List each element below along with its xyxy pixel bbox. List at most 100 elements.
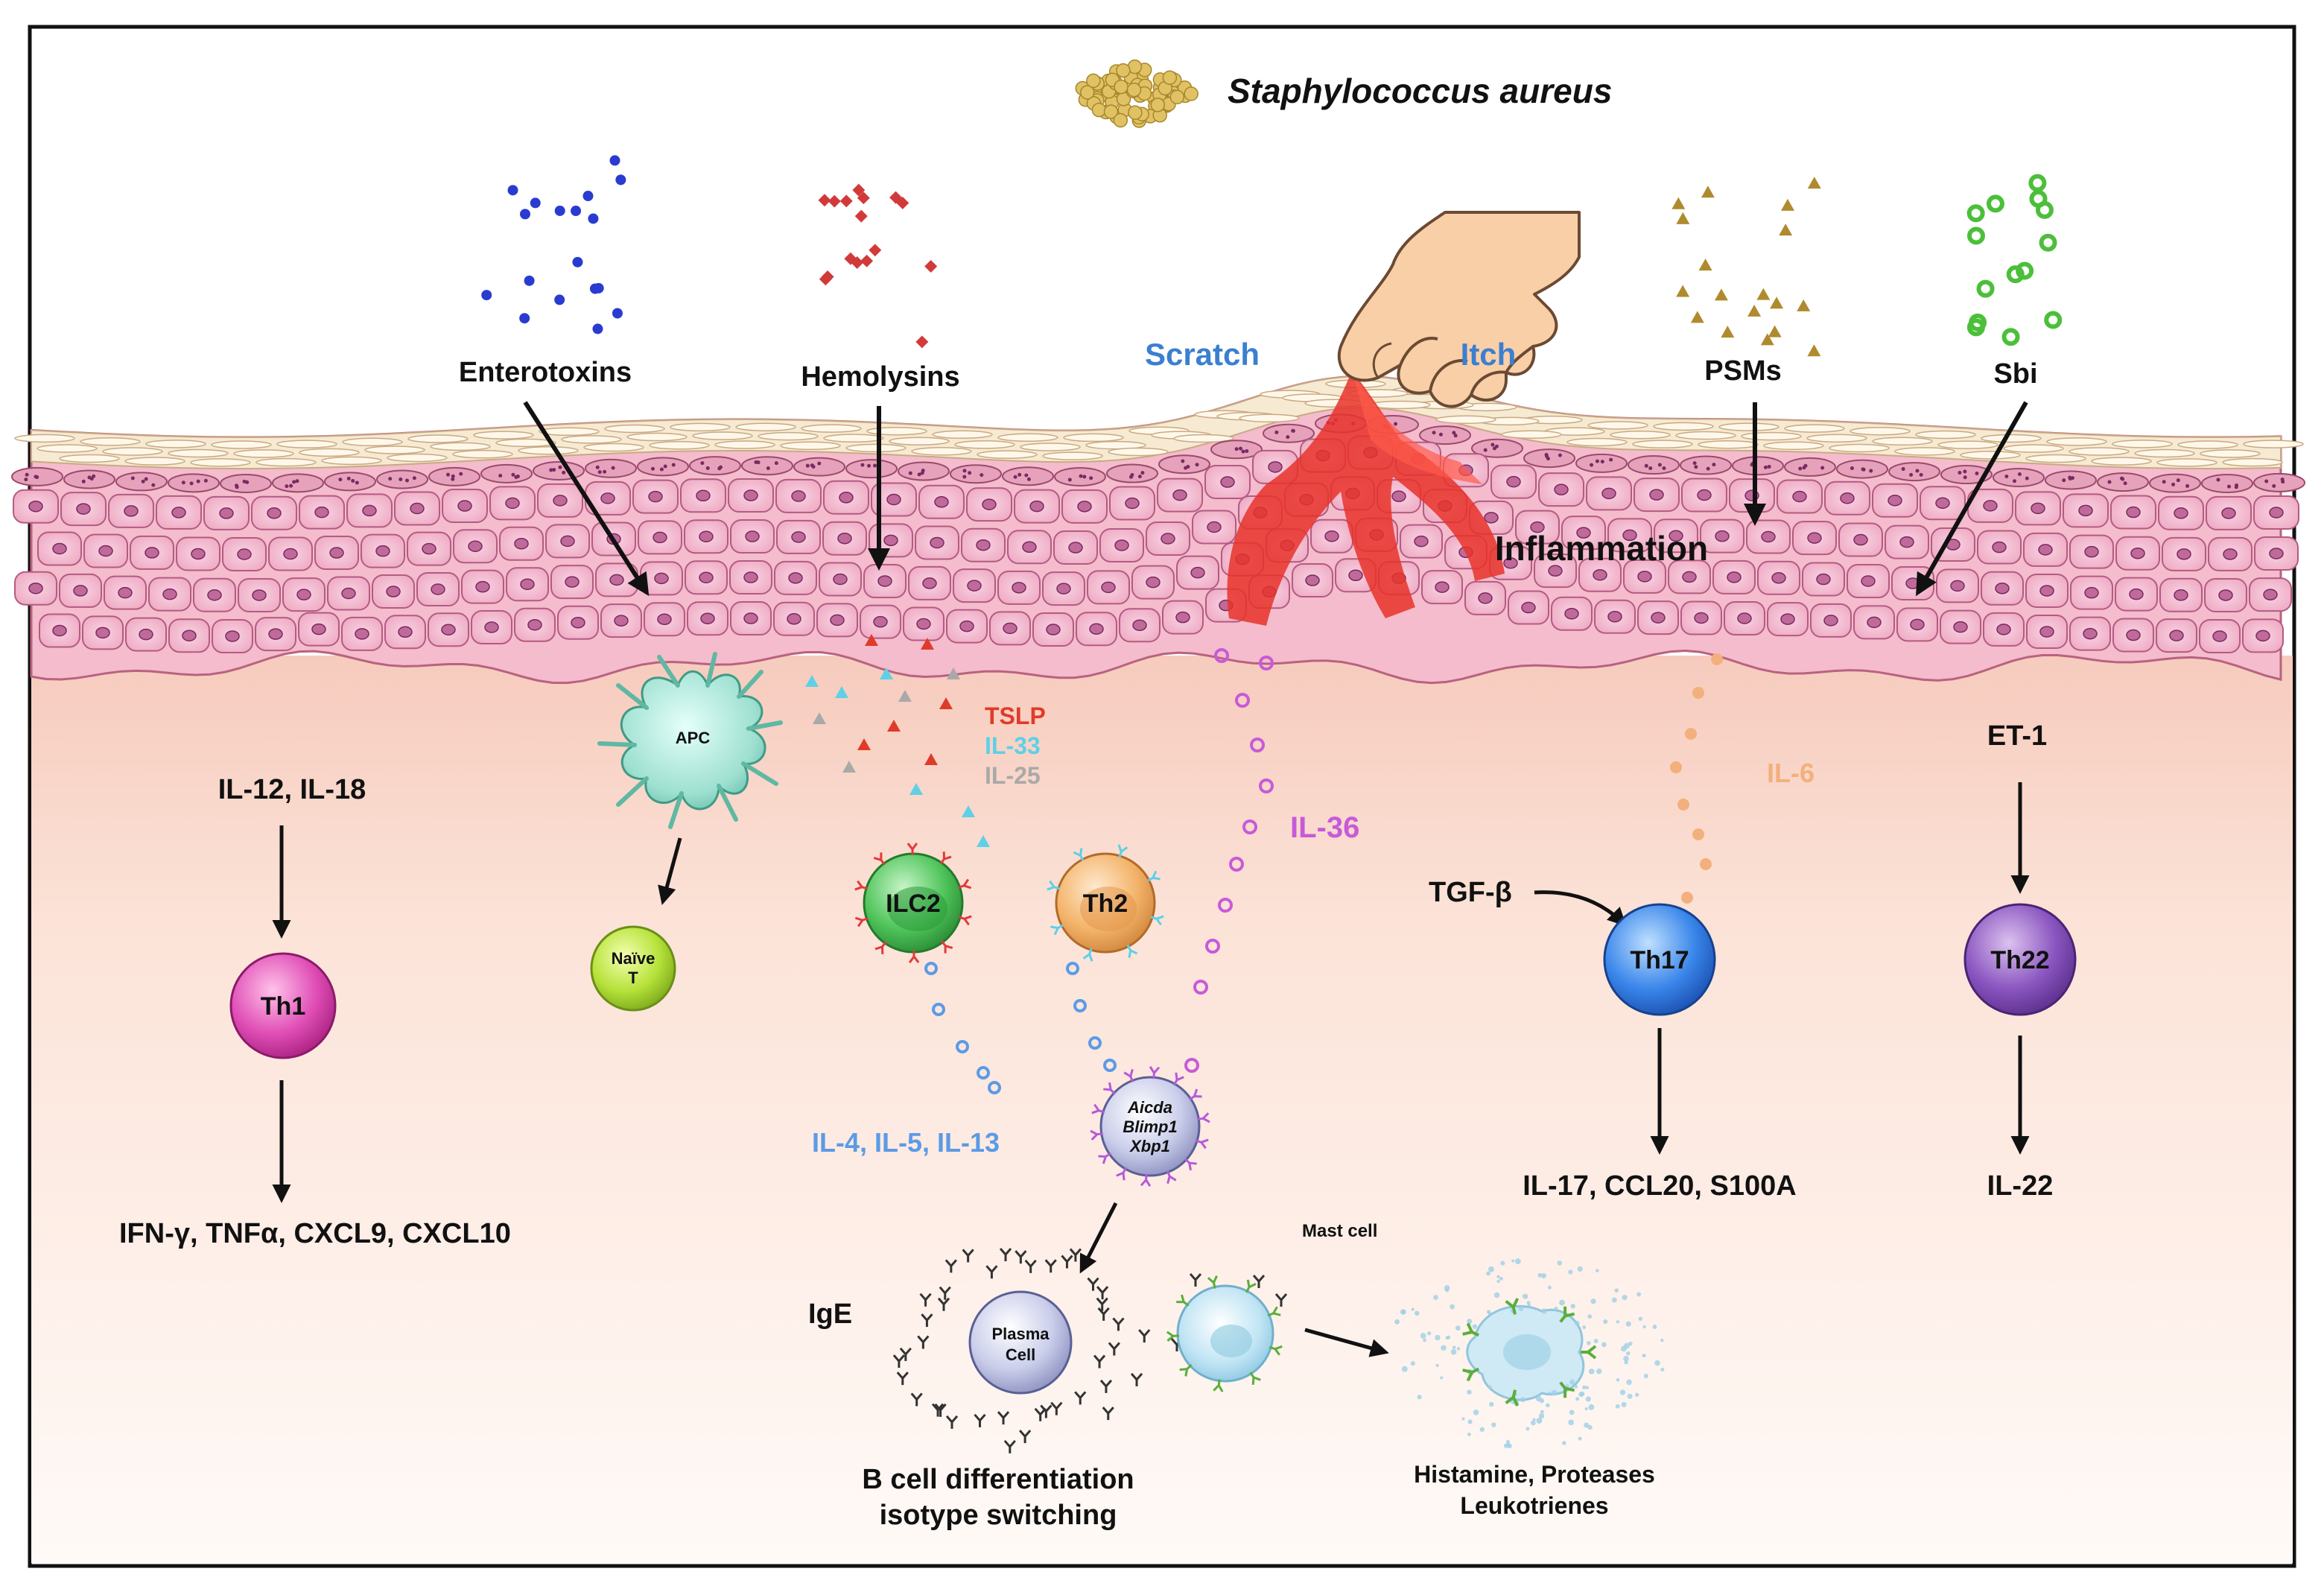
- ilc2-receptor: [873, 852, 886, 866]
- corneocyte: [1632, 440, 1693, 448]
- keratinocyte-nucleus: [791, 531, 806, 543]
- bacterium: [1079, 85, 1095, 100]
- keratinocyte-nucleus: [52, 542, 67, 555]
- psm-particle: [1698, 259, 1712, 271]
- keratinocyte-nucleus: [329, 547, 344, 559]
- keratinocyte-nucleus: [1101, 581, 1116, 594]
- arrow-enterotoxins: [523, 401, 650, 597]
- keratinocyte-nucleus: [2038, 544, 2053, 556]
- granular-cell: [480, 463, 533, 483]
- enterotoxin-particle: [519, 209, 530, 220]
- keratinocyte-nucleus: [1478, 592, 1493, 604]
- keratinocyte-nucleus: [475, 580, 490, 593]
- alarmin-particle: [880, 668, 893, 679]
- keratinocyte-nucleus: [1861, 575, 1876, 587]
- apc-label: APC: [676, 729, 711, 747]
- granular-cell: [1575, 453, 1628, 473]
- granule: [1593, 1339, 1598, 1344]
- granule: [1536, 1418, 1543, 1424]
- bcell-receptor: [1184, 1158, 1197, 1171]
- keratinocyte-nucleus: [52, 624, 67, 637]
- corneocyte: [321, 456, 382, 466]
- keratinocyte-nucleus: [28, 582, 43, 594]
- alarmin-particle: [962, 805, 975, 817]
- bacterium: [1103, 104, 1119, 119]
- corneocyte: [124, 457, 185, 466]
- enterotoxin-particle: [481, 290, 492, 301]
- corneocyte: [2200, 449, 2261, 458]
- sbi-particle: [1969, 313, 1987, 332]
- th2-cell: Th2: [1055, 852, 1156, 954]
- keratinocyte-nucleus: [2039, 585, 2054, 597]
- mast-receptor: [1505, 1389, 1520, 1407]
- granule: [1435, 1334, 1441, 1341]
- granule: [1537, 1272, 1543, 1278]
- corneocyte: [1763, 441, 1824, 451]
- granule: [1532, 1418, 1536, 1421]
- th22-label: Th22: [1990, 946, 2049, 974]
- keratinocyte-nucleus: [1669, 530, 1683, 542]
- granule: [1569, 1379, 1575, 1385]
- ige-antibody: [1099, 1379, 1113, 1393]
- bacterium: [1128, 105, 1143, 120]
- keratinocyte-nucleus: [1905, 577, 1920, 589]
- granule: [1489, 1401, 1494, 1407]
- keratinocyte-nucleus: [1771, 572, 1786, 584]
- corneocyte: [649, 441, 710, 450]
- granule: [1415, 1310, 1420, 1316]
- corneocyte: [823, 434, 884, 443]
- ige-antibody: [917, 1335, 930, 1349]
- il4-particle: [977, 1066, 990, 1079]
- corneocyte: [714, 440, 775, 449]
- keratinocyte-nucleus: [505, 497, 520, 510]
- granule: [1467, 1419, 1473, 1424]
- keratinocyte-nucleus: [699, 571, 714, 583]
- corneocyte: [1587, 421, 1648, 430]
- bcell-receptor: [1189, 1088, 1202, 1101]
- alarmin-particle: [887, 720, 901, 732]
- keratinocyte-nucleus: [73, 585, 88, 597]
- alarmin-particle: [977, 835, 990, 847]
- bacterium: [1113, 112, 1128, 128]
- keratinocyte-nucleus: [1823, 615, 1838, 627]
- keratinocyte-nucleus: [743, 489, 758, 501]
- il4-particle: [1088, 1036, 1102, 1050]
- granule: [1538, 1412, 1545, 1419]
- ilc2-receptor: [958, 878, 972, 890]
- ige-antibody: [1252, 1275, 1266, 1288]
- corneocyte: [692, 431, 753, 440]
- labels: Staphylococcus aureus Enterotoxins Hemol…: [119, 72, 2053, 1531]
- keratinocyte-nucleus: [654, 572, 669, 585]
- corneocyte: [2222, 457, 2283, 467]
- keratinocyte-nucleus: [2269, 548, 2284, 559]
- keratinocyte-nucleus: [614, 615, 629, 627]
- label-il33: IL-33: [985, 732, 1041, 759]
- granule: [1636, 1292, 1642, 1297]
- granule: [1570, 1304, 1575, 1309]
- ige-antibody: [1050, 1401, 1063, 1415]
- psm-particle: [1807, 344, 1821, 357]
- corneocyte: [735, 422, 796, 431]
- alarmin-particle: [924, 753, 938, 765]
- granule: [1523, 1293, 1528, 1299]
- granule: [1584, 1422, 1590, 1428]
- ige-antibody: [1003, 1439, 1016, 1453]
- keratinocyte-nucleus: [1146, 576, 1161, 589]
- keratinocyte-nucleus: [2177, 548, 2191, 560]
- pathogen-title: Staphylococcus aureus: [1228, 72, 1612, 110]
- arrow-tgfb-th17: [1534, 890, 1627, 927]
- keratinocyte-nucleus: [1220, 476, 1235, 488]
- granule: [1452, 1345, 1456, 1350]
- mast-receptor: [1462, 1367, 1479, 1382]
- keratinocyte-nucleus: [457, 500, 472, 512]
- bacterium: [1116, 63, 1131, 78]
- ige-antibody: [1189, 1273, 1202, 1287]
- keratinocyte-nucleus: [600, 492, 615, 504]
- psm-particle: [1714, 288, 1728, 301]
- keratinocyte-nucleus: [1983, 500, 1998, 512]
- granule: [1559, 1299, 1565, 1306]
- keratinocyte-nucleus: [341, 587, 356, 600]
- granular-cell: [1263, 423, 1315, 443]
- keratinocyte-nucleus: [527, 618, 542, 631]
